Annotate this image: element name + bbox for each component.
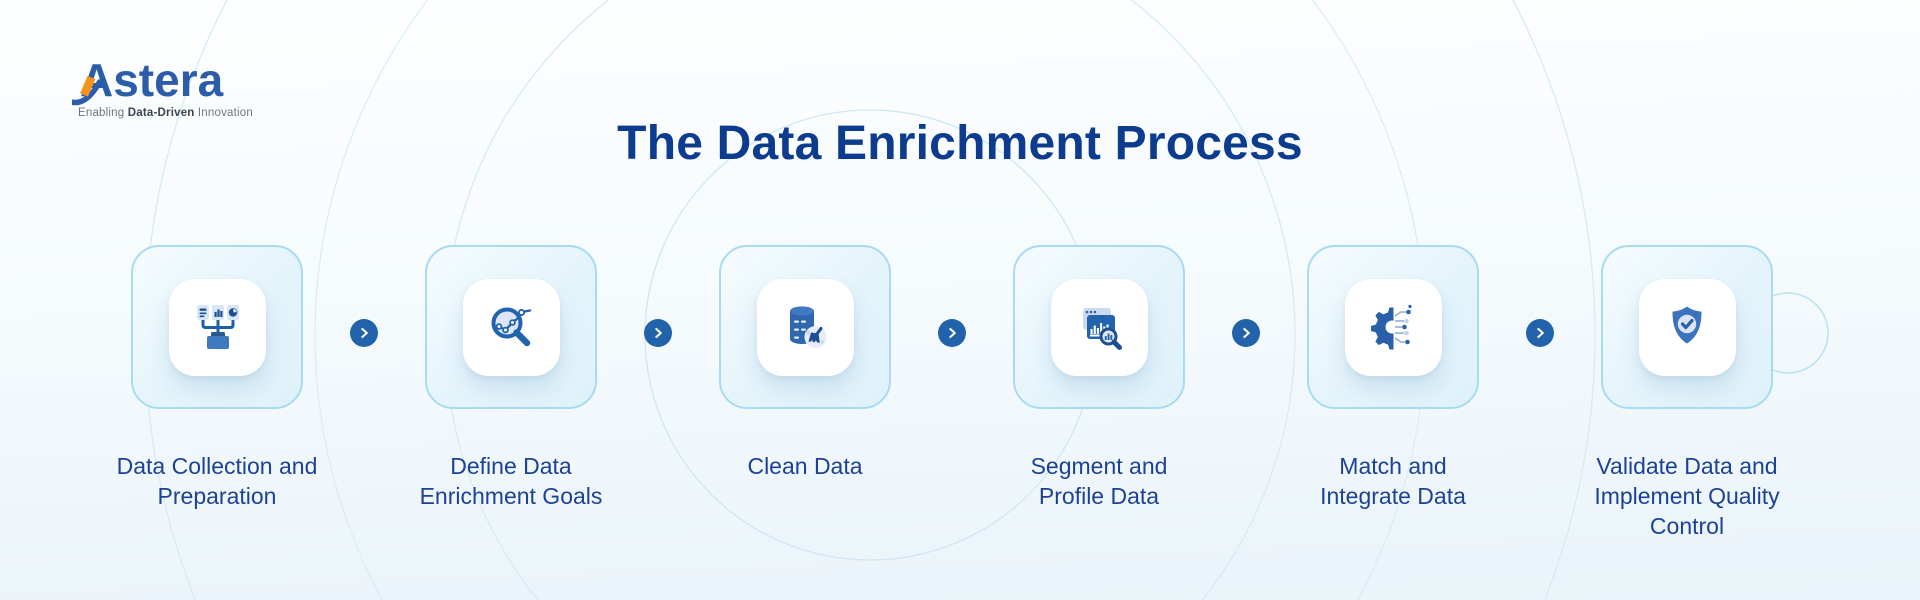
gear-circuit-icon xyxy=(1371,304,1412,350)
brand-tagline: Enabling Data-Driven Innovation xyxy=(78,107,253,119)
process-step-2: Define Data Enrichment Goals xyxy=(420,245,602,511)
data-collection-icon xyxy=(197,305,239,349)
chevron-right-icon xyxy=(361,327,368,339)
process-step-3: Clean Data xyxy=(719,245,891,481)
icon-tile xyxy=(756,278,854,376)
next-step-arrow xyxy=(644,319,672,347)
step-card xyxy=(131,245,303,409)
icon-tile xyxy=(462,278,560,376)
next-step-arrow xyxy=(938,319,966,347)
brand-swoosh xyxy=(72,79,103,106)
step-card xyxy=(1307,245,1479,409)
icon-tile xyxy=(1638,278,1736,376)
process-steps: Data Collection and Preparation Define D… xyxy=(0,245,1912,541)
step-label: Clean Data xyxy=(747,453,863,479)
process-step-5: Match and Integrate Data xyxy=(1307,245,1479,511)
astera-logo: Astera Enabling Data-Driven Innovation xyxy=(72,52,253,119)
process-step-4: Segment and Profile Data xyxy=(1013,245,1185,511)
step-card xyxy=(425,245,597,409)
database-clean-icon xyxy=(790,306,827,348)
step-card xyxy=(1013,245,1185,409)
step-card xyxy=(1601,245,1773,409)
page-title: The Data Enrichment Process xyxy=(617,117,1303,170)
window-chart-magnifier-icon xyxy=(1083,308,1122,350)
chevron-right-icon xyxy=(1243,327,1250,339)
step-arrow xyxy=(891,245,1013,409)
step-arrow xyxy=(597,245,719,409)
process-step-6: Validate Data and Implement Quality Cont… xyxy=(1594,245,1780,541)
chevron-right-icon xyxy=(1537,327,1544,339)
step-label: Validate Data and Implement Quality Cont… xyxy=(1594,453,1780,539)
step-label: Data Collection and Preparation xyxy=(116,453,318,509)
step-label: Define Data Enrichment Goals xyxy=(419,453,603,509)
chevron-right-icon xyxy=(949,327,956,339)
next-step-arrow xyxy=(350,319,378,347)
step-label: Match and Integrate Data xyxy=(1320,453,1466,509)
step-card xyxy=(719,245,891,409)
icon-tile xyxy=(1050,278,1148,376)
icon-tile xyxy=(168,278,266,376)
brand-orange-stroke xyxy=(80,75,96,97)
process-step-1: Data Collection and Preparation xyxy=(117,245,317,511)
step-arrow xyxy=(303,245,425,409)
step-label: Segment and Profile Data xyxy=(1030,453,1168,509)
step-arrow xyxy=(1479,245,1601,409)
magnifier-trend-icon xyxy=(491,307,532,347)
icon-tile xyxy=(1344,278,1442,376)
shield-check-icon xyxy=(1672,306,1702,344)
chevron-right-icon xyxy=(655,327,662,339)
step-arrow xyxy=(1185,245,1307,409)
svg-text:Astera: Astera xyxy=(80,54,224,106)
astera-wordmark: Astera xyxy=(72,54,224,106)
next-step-arrow xyxy=(1526,319,1554,347)
next-step-arrow xyxy=(1232,319,1260,347)
